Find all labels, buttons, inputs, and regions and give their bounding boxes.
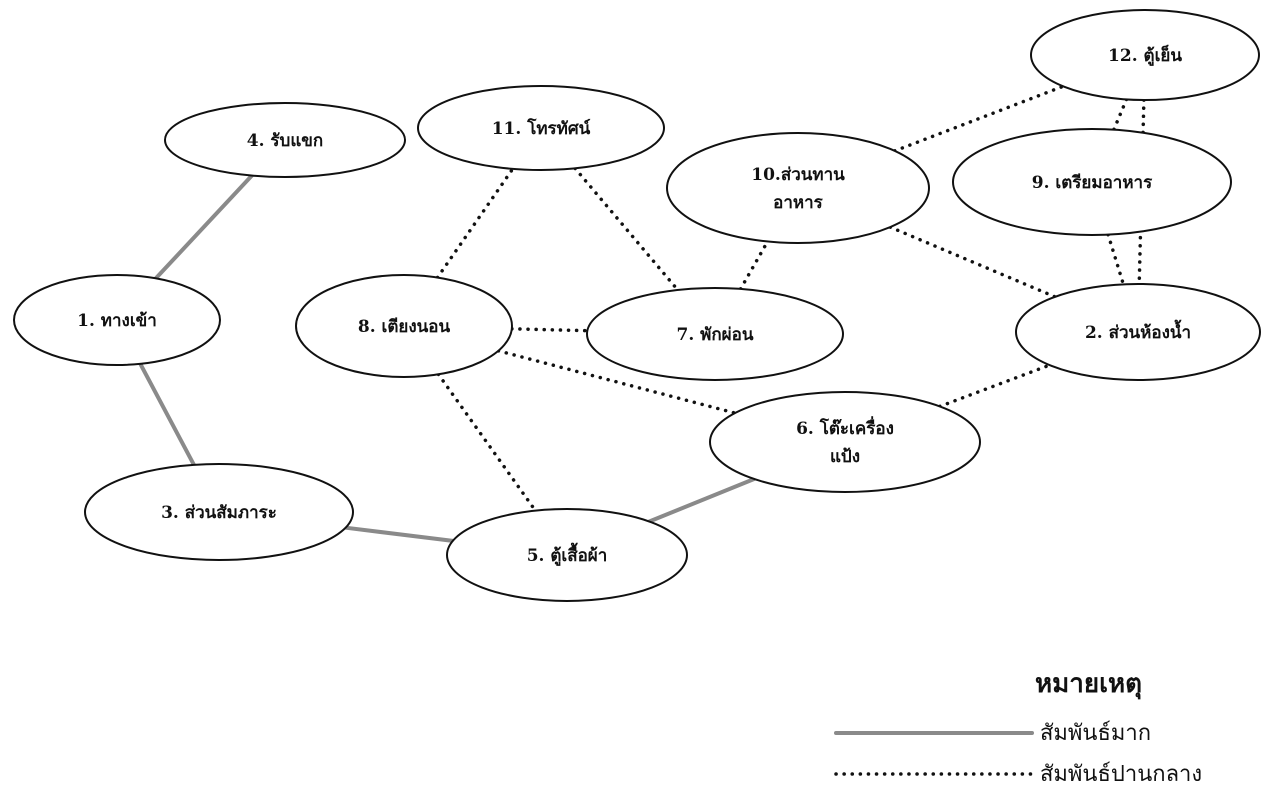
node-label: 2. ส่วนห้องน้ำ <box>1085 319 1191 343</box>
node-ellipse <box>1015 283 1261 381</box>
edge-n8-n6 <box>496 349 737 415</box>
node-label: 10.ส่วนทาน <box>751 165 845 185</box>
node-refrigerator: 12. ตู้เย็น <box>1030 9 1260 101</box>
edge-n10-n2 <box>888 225 1057 299</box>
node-ellipse <box>446 508 688 602</box>
legend-title: หมายเหตุ <box>1035 669 1142 700</box>
node-ellipse <box>586 287 844 381</box>
legend: หมายเหตุ สัมพันธ์มาก สัมพันธ์ปานกลาง <box>834 669 1202 787</box>
legend-strong-label: สัมพันธ์มาก <box>1040 721 1151 746</box>
node-food-prep: 9. เตรียมอาหาร <box>952 128 1232 236</box>
node-entrance: 1. ทางเข้า <box>13 274 221 366</box>
node-label: 1. ทางเข้า <box>77 311 157 331</box>
node-ellipse <box>164 102 406 178</box>
node-wardrobe: 5. ตู้เสื้อผ้า <box>446 508 688 602</box>
node-bed: 8. เตียงนอน <box>295 274 513 378</box>
node-label: 6. โต๊ะเครื่อง <box>796 416 894 439</box>
edge-n5-n6 <box>647 477 757 524</box>
node-luggage: 3. ส่วนสัมภาระ <box>84 463 354 561</box>
node-label: แป้ง <box>830 447 860 467</box>
node-ellipse <box>666 132 930 244</box>
edge-n11-n7 <box>573 166 680 292</box>
edge-n1-n4 <box>153 173 254 281</box>
node-label: 11. โทรทัศน์ <box>492 118 591 139</box>
edge-n3-n5 <box>343 525 455 543</box>
edge-n6-n2 <box>938 363 1052 409</box>
node-reception: 4. รับแขก <box>164 102 406 178</box>
edge-n8-n11 <box>435 167 515 280</box>
node-label: 7. พักผ่อน <box>677 325 754 345</box>
nodes-layer: 1. ทางเข้า 2. ส่วนห้องน้ำ 3. ส่วนสัมภาระ 4.… <box>13 9 1261 602</box>
node-bathroom: 2. ส่วนห้องน้ำ <box>1015 283 1261 381</box>
node-television: 11. โทรทัศน์ <box>417 85 665 171</box>
node-label: อาหาร <box>773 193 824 213</box>
node-ellipse <box>295 274 513 378</box>
node-ellipse <box>952 128 1232 236</box>
node-label: 9. เตรียมอาหาร <box>1032 172 1153 193</box>
edge-n1-n3 <box>138 361 196 467</box>
edge-n8-n7 <box>510 327 590 333</box>
node-ellipse <box>84 463 354 561</box>
edges-layer <box>138 84 1146 543</box>
node-ellipse <box>1030 9 1260 101</box>
edge-n10-n12 <box>892 84 1065 153</box>
edge-n7-n10 <box>738 239 770 291</box>
node-label: 4. รับแขก <box>247 131 323 151</box>
node-ellipse <box>417 85 665 171</box>
node-ellipse <box>709 391 981 493</box>
legend-medium-label: สัมพันธ์ปานกลาง <box>1040 762 1202 787</box>
edge-n12-n2 <box>1137 98 1146 286</box>
node-label: 8. เตียงนอน <box>358 316 451 337</box>
node-label: 12. ตู้เย็น <box>1108 43 1182 67</box>
node-rest: 7. พักผ่อน <box>586 287 844 381</box>
node-label: 5. ตู้เสื้อผ้า <box>527 542 608 567</box>
node-ellipse <box>13 274 221 366</box>
edge-n8-n5 <box>436 372 538 513</box>
edge-n9-n2 <box>1106 232 1126 287</box>
edge-n12-n9 <box>1112 97 1129 132</box>
node-label: 3. ส่วนสัมภาระ <box>161 503 277 523</box>
